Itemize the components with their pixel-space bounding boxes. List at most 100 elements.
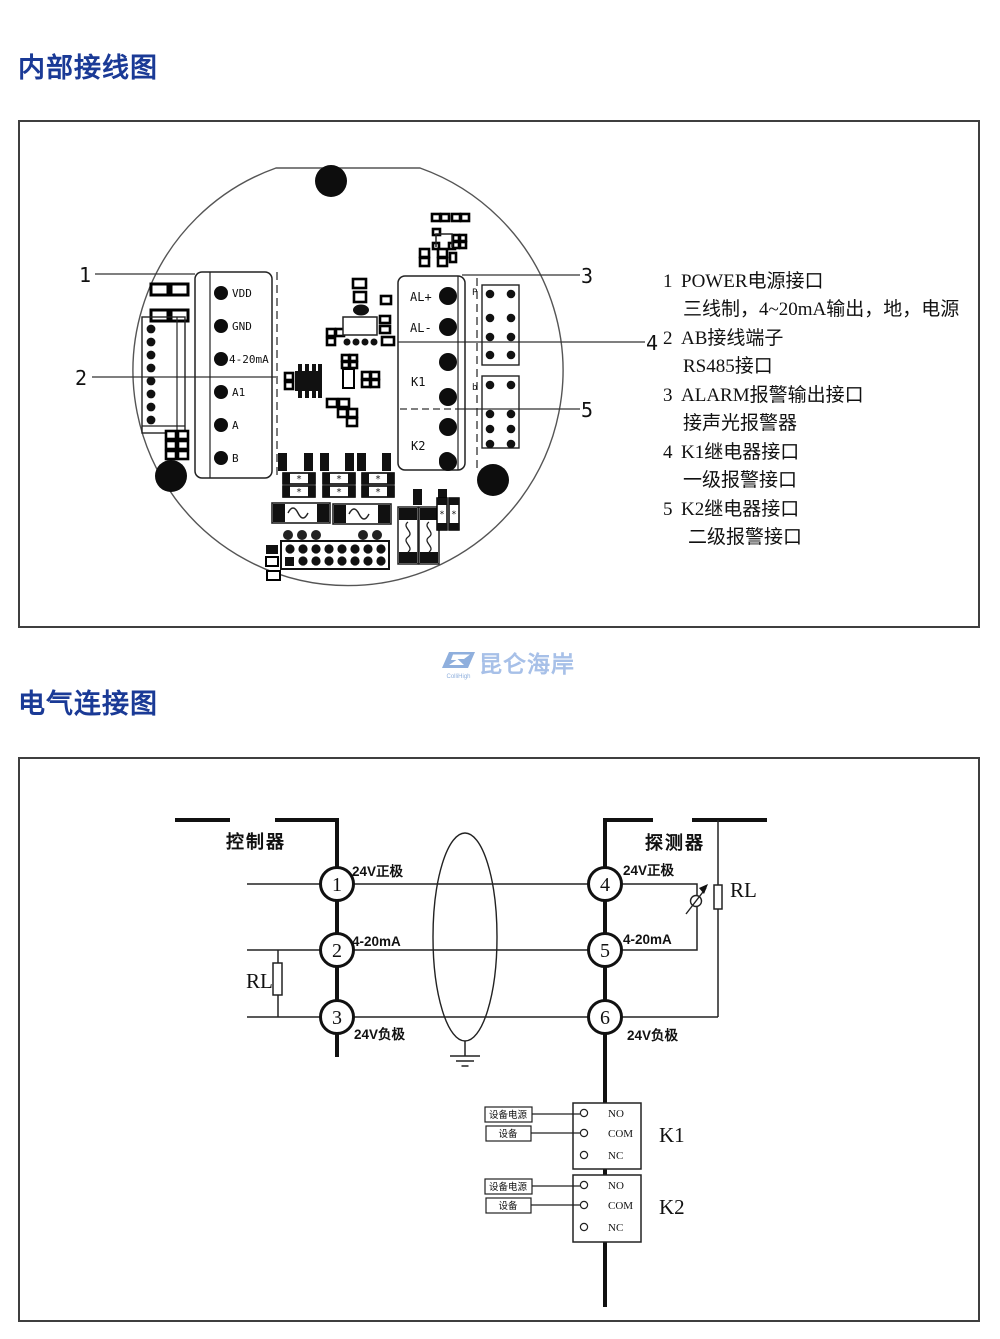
legend-sub-1: 三线制，4~20mA输出，地，电源 (683, 299, 960, 320)
terminal-label-k1: K1 (411, 375, 425, 389)
k2-no: NO (608, 1180, 624, 1192)
left-pos-label: 24V正极 (352, 863, 404, 879)
pcb-outline (132, 167, 564, 587)
controller-label: 控制器 (226, 831, 286, 852)
left-connector (141, 316, 186, 434)
svg-text:*: * (375, 474, 381, 485)
k2-input-device: 设备 (498, 1200, 518, 1212)
callout-1: 1 (79, 263, 91, 287)
terminal-label-a1: A1 (232, 386, 245, 399)
electrical-connection-diagram: 1 2 3 4 5 6 NO COM NC K1 设备电源 设备 (175, 818, 767, 1307)
relay-sockets: P b (472, 284, 520, 449)
ground-symbol (450, 1041, 480, 1067)
legend-sub-4: 一级报警接口 (683, 470, 798, 491)
electrical-diagram-frame: 1 2 3 4 5 6 NO COM NC K1 设备电源 设备 (18, 757, 980, 1322)
watermark-logo-icon (442, 652, 475, 668)
terminal-label-alm: AL- (410, 321, 432, 335)
legend-num-4: 4 (663, 442, 673, 463)
rl-resistor-right (713, 884, 723, 910)
terminal-label-gnd: GND (232, 320, 252, 333)
terminal-nodes: 1 2 3 4 5 6 (319, 866, 623, 1035)
rl-resistor-left (272, 962, 283, 996)
callout-numbers: 1 2 3 4 5 (75, 263, 658, 422)
terminal-label-k2: K2 (411, 439, 425, 453)
legend-title-5: K2继电器接口 (681, 499, 800, 520)
svg-text:*: * (296, 487, 302, 498)
callout-2: 2 (75, 366, 87, 390)
legend-num-1: 1 (663, 271, 673, 292)
socket-label-top: P (472, 288, 478, 298)
legend-row-4: 4 K1继电器接口 (663, 437, 799, 464)
k1-label: K1 (659, 1123, 685, 1147)
top-components (418, 212, 471, 268)
svg-text:*: * (375, 487, 381, 498)
legend-num-2: 2 (663, 328, 673, 349)
legend-sub-5: 二级报警接口 (688, 527, 803, 548)
socket-label-bottom: b (472, 383, 477, 393)
legend-title-4: K1继电器接口 (681, 442, 800, 463)
legend-sub-2: RS485接口 (683, 356, 773, 377)
section-title-internal: 内部接线图 (18, 53, 158, 83)
svg-text:*: * (439, 510, 444, 520)
relay-k2: NO COM NC K2 设备电源 设备 (484, 1174, 685, 1243)
callout-3: 3 (581, 264, 593, 288)
legend-num-3: 3 (663, 385, 673, 406)
internal-wiring-diagram: 1 2 3 4 5 VDD GND 4-20mA A1 A B (75, 165, 658, 587)
k2-com: COM (608, 1200, 633, 1212)
legend-row-3: 3 ALARM报警输出接口 (663, 380, 864, 407)
right-pos-label: 24V正极 (623, 862, 675, 878)
legend-num-5: 5 (663, 499, 673, 520)
callout-4: 4 (646, 331, 658, 355)
k2-input-power: 设备电源 (489, 1181, 528, 1193)
right-neg-label: 24V负极 (627, 1027, 679, 1043)
legend-title-2: AB接线端子 (681, 328, 784, 349)
center-components (283, 277, 396, 428)
adjustable-symbol (685, 884, 708, 915)
legend-title-1: POWER电源接口 (681, 271, 824, 292)
circuit-labels: 控制器 探测器 24V正极 4-20mA 24V负极 24V正极 4-20mA … (226, 831, 705, 1043)
right-terminal-block: AL+ AL- K1 K2 (397, 275, 478, 471)
bottom-components: * * * * * * * * (265, 453, 460, 581)
rl-label-left: RL (246, 969, 273, 993)
svg-text:*: * (451, 510, 456, 520)
left-terminal-block: VDD GND 4-20mA A1 A B (194, 271, 278, 479)
callout-5: 5 (581, 398, 593, 422)
relay-k1: NO COM NC K1 设备电源 设备 (484, 1102, 685, 1170)
node-5: 5 (600, 940, 610, 962)
watermark-en: ColliHigh (446, 674, 471, 680)
watermark-logo: ColliHigh 昆仑海岸 (442, 651, 575, 680)
watermark-cn: 昆仑海岸 (479, 651, 575, 677)
terminal-label-420ma: 4-20mA (229, 353, 269, 366)
legend-title-3: ALARM报警输出接口 (681, 385, 864, 406)
legend-row-2: 2 AB接线端子 (663, 323, 783, 350)
node-6: 6 (600, 1007, 610, 1029)
callout-lines (92, 273, 645, 410)
k2-nc: NC (608, 1222, 623, 1234)
terminal-label-b: B (232, 452, 239, 465)
detector-label: 探测器 (645, 832, 705, 853)
rl-label-right: RL (730, 878, 757, 902)
bus-lines (175, 818, 767, 1307)
bottom-connector (280, 540, 390, 570)
jumper-grid (164, 429, 190, 461)
node-4: 4 (600, 874, 610, 896)
node-3: 3 (332, 1007, 342, 1029)
node-1: 1 (332, 874, 342, 896)
svg-text:*: * (336, 474, 342, 485)
legend-row-1: 1 POWER电源接口 (663, 266, 824, 293)
k1-com: COM (608, 1128, 633, 1140)
k1-nc: NC (608, 1150, 623, 1162)
k2-label: K2 (659, 1195, 685, 1219)
cable-shield-ellipse (432, 832, 498, 1042)
smd-pads-upper-left (149, 282, 190, 323)
svg-text:*: * (296, 474, 302, 485)
left-cur-label: 4-20mA (352, 934, 401, 949)
internal-diagram-frame: 1 2 3 4 5 VDD GND 4-20mA A1 A B (18, 120, 980, 628)
legend-row-5: 5 K2继电器接口 (663, 494, 799, 521)
terminal-label-alp: AL+ (410, 290, 432, 304)
node-2: 2 (332, 940, 342, 962)
svg-text:*: * (336, 487, 342, 498)
k1-no: NO (608, 1108, 624, 1120)
wires (247, 820, 719, 1018)
right-cur-label: 4-20mA (623, 932, 672, 947)
